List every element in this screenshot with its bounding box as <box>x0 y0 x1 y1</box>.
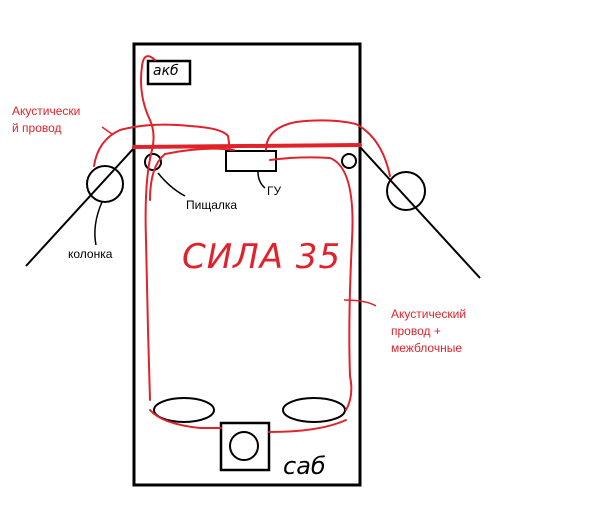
acoustic-wire-right <box>265 119 391 177</box>
subwoofer-label: саб <box>283 452 326 480</box>
battery-label: акб <box>153 63 179 79</box>
tweeter-label: Пищалка <box>186 198 238 212</box>
speaker-left <box>86 165 124 203</box>
car-body-outline <box>132 42 362 487</box>
acoustic-wire-left-label: Акустически й провод <box>12 104 81 135</box>
tweeter-pointer <box>157 172 186 197</box>
tweeter-right <box>341 153 357 169</box>
subwoofer-cone <box>229 431 259 461</box>
power-wire-label: СИЛА 35 <box>182 237 342 277</box>
power-wire <box>140 55 156 401</box>
head-unit-pointer <box>257 171 266 189</box>
speaker-label: колонка <box>68 247 113 261</box>
right-label-leader <box>343 299 377 307</box>
head-unit-box <box>225 150 277 172</box>
dash-wire <box>132 143 362 149</box>
rear-speaker-left <box>153 397 215 423</box>
head-unit-label: ГУ <box>267 184 282 198</box>
speaker-right <box>386 171 426 211</box>
left-label-leader <box>101 126 113 135</box>
rear-speaker-right <box>282 397 346 423</box>
door-left <box>25 147 135 267</box>
door-right <box>359 146 481 279</box>
acoustic-wire-right-label: Акустический провод + межблочные <box>391 307 467 355</box>
rear-loop-wire <box>149 147 354 433</box>
battery-box <box>146 59 192 86</box>
subwoofer-box <box>219 421 271 472</box>
acoustic-wire-left <box>93 123 231 167</box>
tweeter-left <box>144 153 162 171</box>
speaker-pointer <box>94 201 103 246</box>
wiring <box>93 55 391 433</box>
